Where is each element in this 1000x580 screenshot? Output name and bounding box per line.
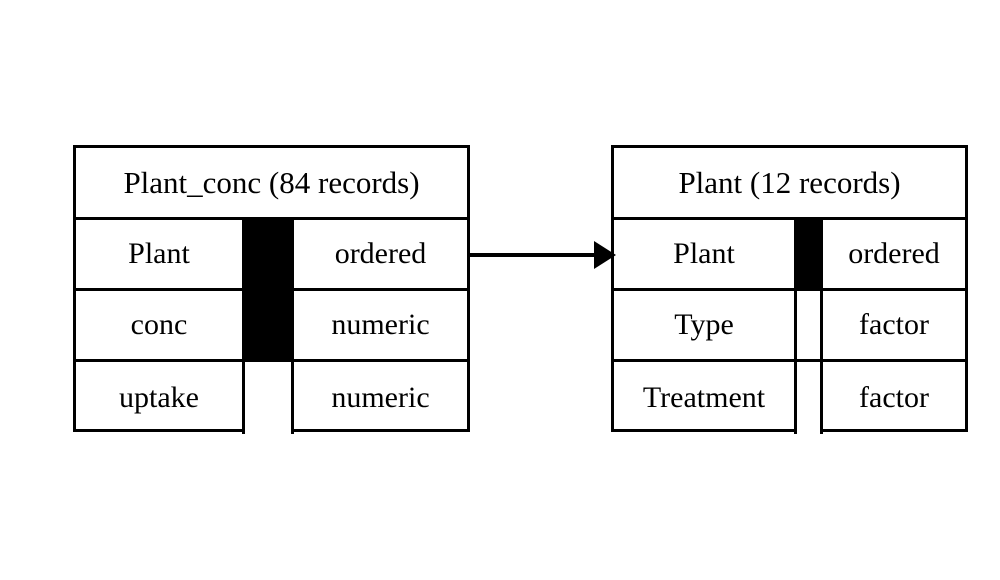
field-name-cell: Type (614, 291, 797, 359)
primary-key-marker-cell (245, 220, 294, 288)
primary-key-marker-cell (245, 362, 294, 434)
entity-table-title-plant-conc: Plant_conc (84 records) (76, 148, 467, 220)
primary-key-marker-cell (797, 362, 823, 434)
primary-key-marker-cell (797, 291, 823, 359)
field-type-cell: factor (859, 381, 929, 414)
field-type-cell: ordered (848, 237, 940, 270)
field-type-cell: ordered (334, 237, 427, 270)
field-type-cell: factor (859, 308, 929, 341)
field-row[interactable]: Plant ordered (76, 220, 467, 291)
field-name-cell: Treatment (614, 362, 797, 434)
primary-key-marker-cell (797, 220, 823, 288)
field-row[interactable]: uptake numeric (76, 362, 467, 434)
field-name-cell: Plant (76, 220, 245, 288)
field-name-cell: uptake (76, 362, 245, 434)
primary-key-marker-cell (245, 291, 294, 359)
field-row[interactable]: Treatment factor (614, 362, 965, 434)
field-row[interactable]: Type factor (614, 291, 965, 362)
entity-table-plant[interactable]: Plant (12 records) Plant ordered Type fa… (611, 145, 968, 434)
relationship-arrow-icon (470, 241, 616, 269)
field-row[interactable]: conc numeric (76, 291, 467, 362)
field-name-cell: Plant (614, 220, 797, 288)
field-row[interactable]: Plant ordered (614, 220, 965, 291)
field-type-cell: numeric (331, 381, 430, 414)
field-name-cell: conc (76, 291, 245, 359)
entity-table-title-plant: Plant (12 records) (614, 148, 965, 220)
field-type-cell: numeric (331, 308, 430, 341)
entity-table-plant-conc[interactable]: Plant_conc (84 records) Plant ordered co… (73, 145, 470, 434)
